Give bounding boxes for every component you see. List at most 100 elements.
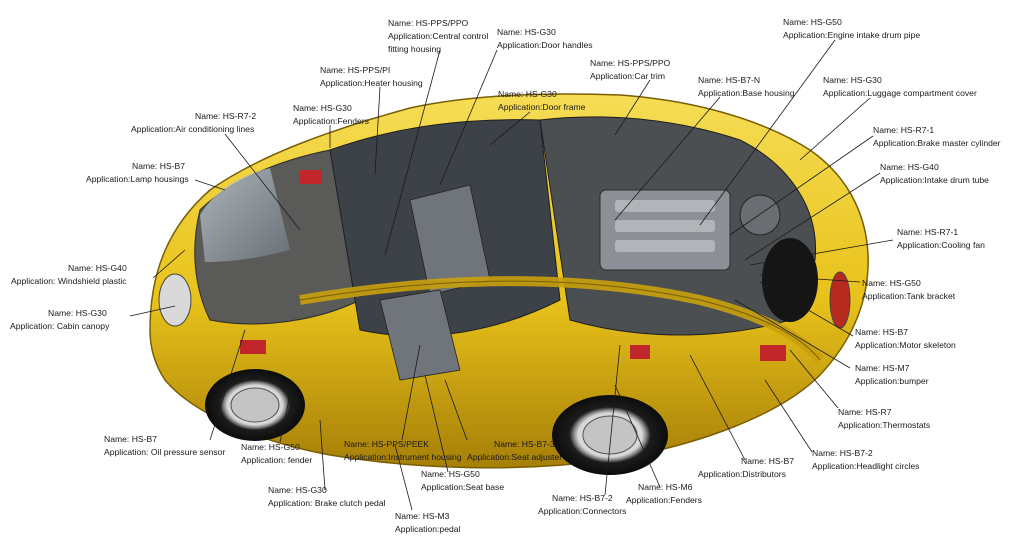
label-name: Name: HS-PPS/PPO [590, 58, 671, 68]
label-seat-base: Name: HS-G50 Application:Seat base [421, 468, 504, 494]
label-fender: Name: HS-G50 Application: fender [241, 441, 312, 467]
label-name: Name: HS-B7-2 [812, 448, 873, 458]
label-thermostats: Name: HS-R7 Application:Thermostats [838, 406, 930, 432]
label-cooling-fan: Name: HS-R7-1 Application:Cooling fan [897, 226, 985, 252]
label-name: Name: HS-G30 [48, 308, 107, 318]
rear-wheel-far [762, 238, 818, 322]
label-name: Name: HS-G40 [68, 263, 127, 273]
label-application: Application:Connectors [538, 506, 627, 516]
label-application: Application:Central control [388, 31, 489, 41]
label-luggage-compartment-cover: Name: HS-G30 Application:Luggage compart… [823, 74, 977, 100]
label-name: Name: HS-R7 [838, 407, 892, 417]
rear-wheel [552, 395, 668, 475]
label-name: Name: HS-B7-2 [552, 493, 613, 503]
headlight [158, 273, 192, 327]
label-name: Name: HS-R7-1 [873, 125, 935, 135]
label-application: Application:Instrument housing [344, 452, 462, 462]
label-motor-skeleton: Name: HS-B7 Application:Motor skeleton [855, 326, 956, 352]
label-name: Name: HS-G30 [823, 75, 882, 85]
label-application: Application:Seat adjuster [467, 452, 563, 462]
label-application: Application:Lamp housings [86, 174, 189, 184]
label-name: Name: HS-B7-N [698, 75, 761, 85]
label-application: Application:Engine intake drum pipe [783, 30, 921, 40]
label-application: Application:Intake drum tube [880, 175, 989, 185]
label-application: Application: Brake clutch pedal [268, 498, 386, 508]
label-application: Application:Brake master cylinder [873, 138, 1001, 148]
label-application: Application:Thermostats [838, 420, 931, 430]
label-brake-clutch-pedal: Name: HS-G30 Application: Brake clutch p… [268, 484, 386, 510]
label-car-trim: Name: HS-PPS/PPO Application:Car trim [590, 57, 670, 83]
label-name: Name: HS-B7 [104, 434, 158, 444]
label-name: Name: HS-M7 [855, 363, 910, 373]
label-application: Application: Windshield plastic [11, 276, 127, 286]
label-engine-intake-drum-pipe: Name: HS-G50 Application:Engine intake d… [783, 16, 920, 42]
label-application: Application:Air conditioning lines [131, 124, 255, 134]
label-name: Name: HS-G50 [862, 278, 921, 288]
label-application: Application:Distributors [698, 469, 786, 479]
label-name: Name: HS-G50 [421, 469, 480, 479]
windshield [200, 168, 290, 262]
label-name: Name: HS-M6 [638, 482, 693, 492]
label-central-control-fitting-housing: Name: HS-PPS/PPO Application:Central con… [388, 17, 488, 56]
label-application: Application:Luggage compartment cover [823, 88, 977, 98]
label-bumper: Name: HS-M7 Application:bumper [855, 362, 929, 388]
label-tank-bracket: Name: HS-G50 Application:Tank bracket [862, 277, 955, 303]
label-air-conditioning-lines: Name: HS-R7-2 Application:Air conditioni… [131, 110, 256, 136]
label-application: Application:Seat base [421, 482, 505, 492]
label-name: Name: HS-B7-3 [494, 439, 555, 449]
label-door-handles: Name: HS-G30 Application:Door handles [497, 26, 593, 52]
label-name: Name: HS-G30 [497, 27, 556, 37]
label-application: Application:Tank bracket [862, 291, 956, 301]
label-base-housing: Name: HS-B7-N Application:Base housing [698, 74, 795, 100]
label-fenders-top: Name: HS-G30 Application:Fenders [293, 102, 369, 128]
label-application: Application:Cooling fan [897, 240, 985, 250]
label-connectors: Name: HS-B7-2 Application:Connectors [538, 492, 626, 518]
label-intake-drum-tube: Name: HS-G40 Application:Intake drum tub… [880, 161, 989, 187]
label-application: Application:Heater housing [320, 78, 423, 88]
label-name: Name: HS-G30 [498, 89, 557, 99]
label-name: Name: HS-R7-1 [897, 227, 959, 237]
label-cabin-canopy: Name: HS-G30 Application: Cabin canopy [10, 307, 109, 333]
label-distributors: Name: HS-B7 Application:Distributors [698, 455, 794, 481]
label-application: Application:Car trim [590, 71, 665, 81]
label-fenders-bottom: Name: HS-M6 Application:Fenders [626, 481, 702, 507]
label-seat-adjuster: Name: HS-B7-3 Application:Seat adjuster [467, 438, 562, 464]
label-pedal: Name: HS-M3 Application:pedal [395, 510, 460, 536]
label-name: Name: HS-G50 [783, 17, 842, 27]
label-application: Application: Oil pressure sensor [104, 447, 226, 457]
label-name: Name: HS-G30 [268, 485, 327, 495]
label-application: Application: Cabin canopy [10, 321, 110, 331]
label-application: Application:Fenders [626, 495, 702, 505]
label-lamp-housings: Name: HS-B7 Application:Lamp housings [86, 160, 189, 186]
label-name: Name: HS-B7 [132, 161, 186, 171]
label-application: Application:Headlight circles [812, 461, 920, 471]
label-name: Name: HS-PPS/PEEK [344, 439, 430, 449]
label-name: Name: HS-G30 [293, 103, 352, 113]
label-application-cont: fitting housing [388, 44, 442, 54]
label-name: Name: HS-PPS/PPO [388, 18, 469, 28]
label-name: Name: HS-G50 [241, 442, 300, 452]
label-name: Name: HS-R7-2 [195, 111, 257, 121]
label-application: Application:bumper [855, 376, 929, 386]
label-name: Name: HS-B7 [855, 327, 909, 337]
label-name: Name: HS-G40 [880, 162, 939, 172]
label-door-frame: Name: HS-G30 Application:Door frame [498, 88, 585, 114]
front-wheel [205, 369, 305, 441]
label-application: Application:pedal [395, 524, 461, 534]
seat-right [379, 289, 461, 381]
label-name: Name: HS-B7 [741, 456, 795, 466]
label-application: Application:Motor skeleton [855, 340, 956, 350]
label-brake-master-cylinder: Name: HS-R7-1 Application:Brake master c… [873, 124, 1001, 150]
label-headlight-circles: Name: HS-B7-2 Application:Headlight circ… [812, 447, 919, 473]
label-heater-housing: Name: HS-PPS/PI Application:Heater housi… [320, 64, 423, 90]
label-application: Application:Door frame [498, 102, 586, 112]
label-application: Application: fender [241, 455, 313, 465]
label-application: Application:Base housing [698, 88, 795, 98]
label-name: Name: HS-M3 [395, 511, 450, 521]
label-oil-pressure-sensor: Name: HS-B7 Application: Oil pressure se… [104, 433, 225, 459]
label-application: Application:Fenders [293, 116, 369, 126]
label-windshield-plastic: Name: HS-G40 Application: Windshield pla… [11, 262, 127, 288]
label-application: Application:Door handles [497, 40, 593, 50]
